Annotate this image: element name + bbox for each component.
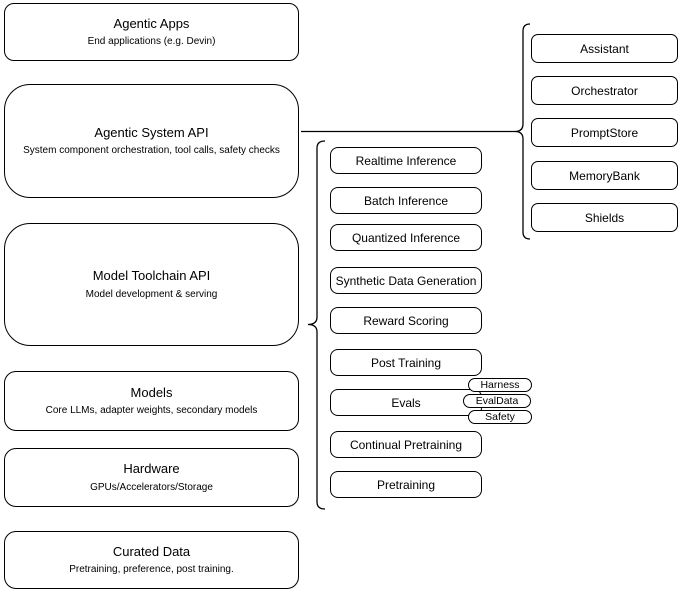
node-label: Batch Inference — [363, 193, 449, 208]
node-reward-scoring: Reward Scoring — [330, 307, 482, 334]
node-hardware: Hardware GPUs/Accelerators/Storage — [4, 448, 299, 507]
node-title: Model Toolchain API — [92, 268, 211, 284]
node-label: Continual Pretraining — [349, 437, 463, 452]
tag-evaldata: EvalData — [463, 394, 531, 408]
node-label: Shields — [584, 210, 625, 225]
node-label: Reward Scoring — [363, 313, 449, 328]
node-agentic-system-api: Agentic System API System component orch… — [4, 84, 299, 198]
node-memorybank: MemoryBank — [531, 161, 678, 190]
node-realtime-inference: Realtime Inference — [330, 147, 482, 174]
node-shields: Shields — [531, 203, 678, 232]
node-label: Pretraining — [376, 477, 436, 492]
node-orchestrator: Orchestrator — [531, 76, 678, 105]
brace-system-components — [514, 23, 531, 240]
node-assistant: Assistant — [531, 34, 678, 63]
node-label: Post Training — [370, 355, 442, 370]
node-curated-data: Curated Data Pretraining, preference, po… — [4, 531, 299, 589]
tag-label: EvalData — [475, 395, 519, 407]
node-subtitle: System component orchestration, tool cal… — [23, 145, 280, 157]
node-subtitle: End applications (e.g. Devin) — [87, 36, 216, 48]
node-subtitle: Model development & serving — [85, 288, 218, 300]
node-label: PromptStore — [570, 125, 639, 140]
node-label: Synthetic Data Generation — [335, 273, 477, 288]
node-evals: Evals — [330, 389, 482, 416]
node-pretraining: Pretraining — [330, 471, 482, 498]
node-synthetic-data-generation: Synthetic Data Generation — [330, 267, 482, 294]
node-title: Hardware — [123, 461, 180, 477]
node-label: MemoryBank — [569, 168, 640, 183]
node-title: Models — [130, 384, 173, 400]
tag-safety: Safety — [468, 410, 532, 424]
node-label: Orchestrator — [571, 83, 638, 98]
node-title: Agentic Apps — [113, 15, 190, 31]
node-agentic-apps: Agentic Apps End applications (e.g. Devi… — [4, 3, 299, 61]
node-subtitle: Pretraining, preference, post training. — [69, 564, 234, 576]
node-title: Curated Data — [112, 543, 191, 559]
node-subtitle: GPUs/Accelerators/Storage — [90, 481, 213, 493]
node-label: Realtime Inference — [355, 153, 457, 168]
node-label: Evals — [391, 395, 421, 410]
tag-label: Safety — [485, 411, 515, 423]
brace-toolchain-items — [307, 140, 326, 510]
node-subtitle: Core LLMs, adapter weights, secondary mo… — [45, 405, 258, 417]
node-models: Models Core LLMs, adapter weights, secon… — [4, 371, 299, 431]
tag-harness: Harness — [468, 378, 532, 392]
node-promptstore: PromptStore — [531, 118, 678, 147]
node-label: Assistant — [580, 41, 629, 56]
node-continual-pretraining: Continual Pretraining — [330, 431, 482, 458]
tag-label: Harness — [480, 379, 520, 391]
node-model-toolchain-api: Model Toolchain API Model development & … — [4, 223, 299, 346]
node-quantized-inference: Quantized Inference — [330, 224, 482, 251]
node-title: Agentic System API — [94, 124, 209, 140]
node-label: Quantized Inference — [351, 230, 461, 245]
node-post-training: Post Training — [330, 349, 482, 376]
node-batch-inference: Batch Inference — [330, 187, 482, 214]
